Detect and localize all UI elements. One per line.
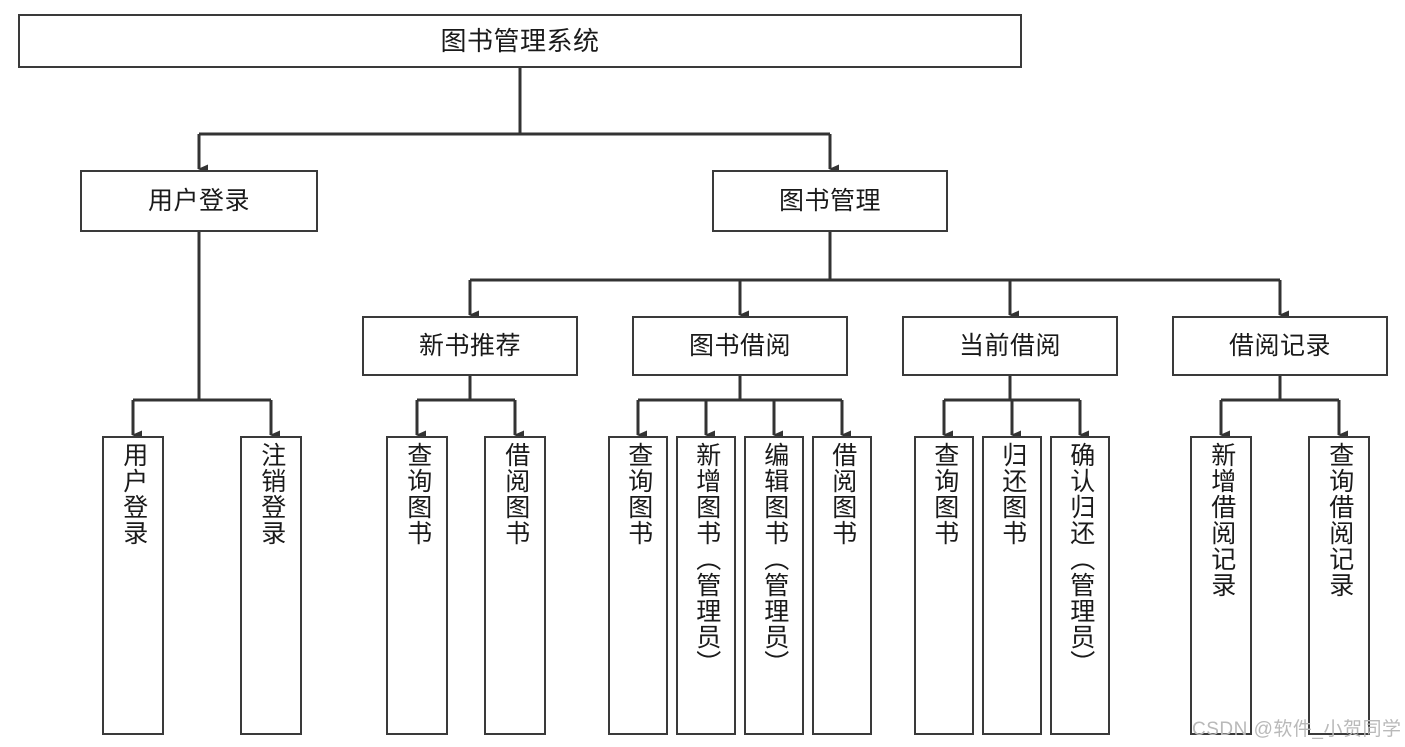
leaf-record-query[interactable]: 查询借阅记录 <box>1308 436 1370 735</box>
leaf-borrow-borrow-book-label: 借阅图书 <box>828 442 857 546</box>
node-book-manage-label: 图书管理 <box>778 186 881 215</box>
leaf-recommend-query-book[interactable]: 查询图书 <box>386 436 448 735</box>
leaf-borrow-add-book-label: 新增图书（管理员） <box>692 442 721 676</box>
node-borrow-record[interactable]: 借阅记录 <box>1172 316 1388 376</box>
leaf-record-add[interactable]: 新增借阅记录 <box>1190 436 1252 735</box>
leaf-current-query-book-label: 查询图书 <box>930 442 959 546</box>
leaf-current-query-book[interactable]: 查询图书 <box>914 436 974 735</box>
node-root[interactable]: 图书管理系统 <box>18 14 1022 68</box>
leaf-record-add-label: 新增借阅记录 <box>1207 442 1236 598</box>
leaf-current-confirm-return[interactable]: 确认归还（管理员） <box>1050 436 1110 735</box>
leaf-borrow-query-book-label: 查询图书 <box>624 442 653 546</box>
leaf-current-return-book-label: 归还图书 <box>998 442 1027 546</box>
node-current-borrow[interactable]: 当前借阅 <box>902 316 1118 376</box>
leaf-borrow-borrow-book[interactable]: 借阅图书 <box>812 436 872 735</box>
node-book-borrow-label: 图书借阅 <box>688 331 791 360</box>
leaf-current-confirm-return-label: 确认归还（管理员） <box>1066 442 1095 676</box>
leaf-record-query-label: 查询借阅记录 <box>1325 442 1354 598</box>
leaf-user-login-label: 用户登录 <box>119 442 148 546</box>
leaf-borrow-add-book[interactable]: 新增图书（管理员） <box>676 436 736 735</box>
leaf-borrow-edit-book-label: 编辑图书（管理员） <box>760 442 789 676</box>
node-new-book-recommend-label: 新书推荐 <box>418 331 521 360</box>
node-current-borrow-label: 当前借阅 <box>958 331 1061 360</box>
node-borrow-record-label: 借阅记录 <box>1228 331 1331 360</box>
leaf-current-return-book[interactable]: 归还图书 <box>982 436 1042 735</box>
leaf-recommend-query-book-label: 查询图书 <box>403 442 432 546</box>
leaf-recommend-borrow-book[interactable]: 借阅图书 <box>484 436 546 735</box>
node-new-book-recommend[interactable]: 新书推荐 <box>362 316 578 376</box>
leaf-user-login[interactable]: 用户登录 <box>102 436 164 735</box>
leaf-recommend-borrow-book-label: 借阅图书 <box>501 442 530 546</box>
leaf-user-logout[interactable]: 注销登录 <box>240 436 302 735</box>
node-user-login[interactable]: 用户登录 <box>80 170 318 232</box>
node-user-login-label: 用户登录 <box>147 186 250 215</box>
leaf-borrow-edit-book[interactable]: 编辑图书（管理员） <box>744 436 804 735</box>
leaf-borrow-query-book[interactable]: 查询图书 <box>608 436 668 735</box>
leaf-user-logout-label: 注销登录 <box>257 442 286 546</box>
csdn-watermark: CSDN @软件_小贺同学 <box>1192 719 1402 740</box>
node-root-label: 图书管理系统 <box>440 25 600 56</box>
node-book-borrow[interactable]: 图书借阅 <box>632 316 848 376</box>
node-book-manage[interactable]: 图书管理 <box>712 170 948 232</box>
